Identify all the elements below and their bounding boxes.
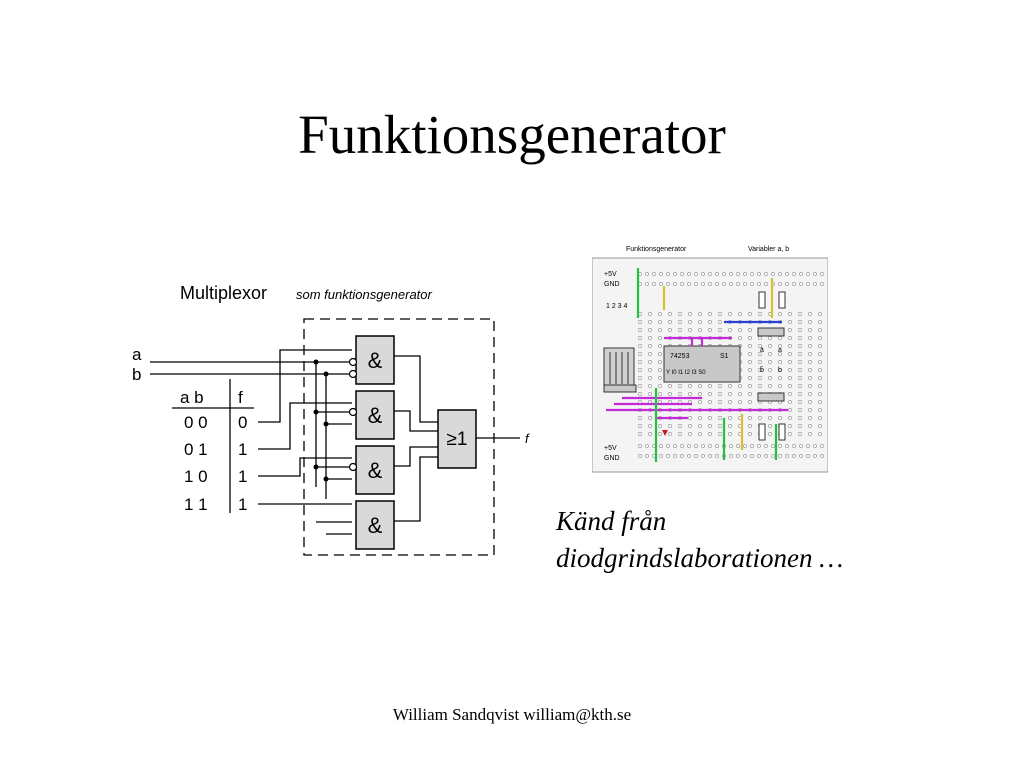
switch-block: [603, 347, 635, 389]
truth-table-ab: 1 0: [184, 467, 208, 486]
input-a-label: a: [132, 345, 142, 364]
rail-label-gnd: GND: [604, 281, 620, 288]
and-gate-1: [355, 335, 395, 385]
and-gate-symbol: &: [368, 458, 383, 483]
truth-table-header-f: f: [238, 388, 243, 407]
var-b-bar: b̄: [760, 366, 764, 374]
output-f-label: f: [525, 431, 530, 446]
rail-label-gnd: GND: [604, 455, 620, 462]
truth-table-ab: 1 1: [184, 495, 208, 514]
and-gate-4: [355, 500, 395, 550]
and-gate-3: [355, 445, 395, 495]
and-gate-symbol: &: [368, 513, 383, 538]
chip-s1-label: S1: [720, 353, 729, 360]
truth-table-f: 0: [238, 413, 247, 432]
var-b: b: [778, 367, 782, 374]
chip-pin-labels: Y I0 I1 I2 I3 S0: [666, 370, 706, 376]
truth-table-f: 1: [238, 467, 247, 486]
truth-table-header-ab: a b: [180, 388, 204, 407]
breadboard-header-left: Funktionsgenerator: [626, 246, 687, 253]
chip-name: 74253: [670, 353, 690, 360]
truth-table-ab: 0 0: [184, 413, 208, 432]
caption: Känd från diodgrindslaborationen …: [556, 503, 976, 577]
rail-label-5v: +5V: [604, 445, 617, 452]
footer-author: William Sandqvist william@kth.se: [392, 705, 632, 724]
or-gate-symbol: ≥1: [447, 429, 468, 450]
header-block: [757, 392, 785, 402]
input-b-label: b: [132, 365, 141, 384]
and-gate-2: [355, 390, 395, 440]
truth-table-ab: 0 1: [184, 440, 208, 459]
header-block: [757, 327, 785, 337]
and-gate-symbol: &: [368, 348, 383, 373]
mux-subheading: som funktionsgenerator: [296, 287, 433, 302]
truth-table-f: 1: [238, 495, 247, 514]
multiplexer-diagram: & & & & ≥1 Multiplexor som funktionsgene…: [132, 283, 530, 556]
header-block: [603, 384, 637, 393]
rail-label-5v: +5V: [604, 271, 617, 278]
chip-74253: [663, 345, 741, 383]
caption-line-1: Känd från: [556, 506, 667, 536]
breadboard-image: Funktionsgenerator Variabler a, b +5V GN…: [592, 246, 828, 473]
caption-line-2: diodgrindslaborationen …: [556, 543, 844, 573]
truth-table-f: 1: [238, 440, 247, 459]
or-gate: [437, 409, 477, 469]
slide-title: Funktionsgenerator: [298, 104, 726, 165]
and-gate-symbol: &: [368, 403, 383, 428]
mux-enclosure: [303, 318, 495, 556]
var-a: a: [778, 347, 782, 354]
switch-numbers: 1 2 3 4: [606, 303, 628, 310]
breadboard-header-right: Variabler a, b: [748, 246, 789, 253]
var-a-bar: ā: [760, 347, 764, 354]
mux-heading: Multiplexor: [180, 283, 267, 303]
